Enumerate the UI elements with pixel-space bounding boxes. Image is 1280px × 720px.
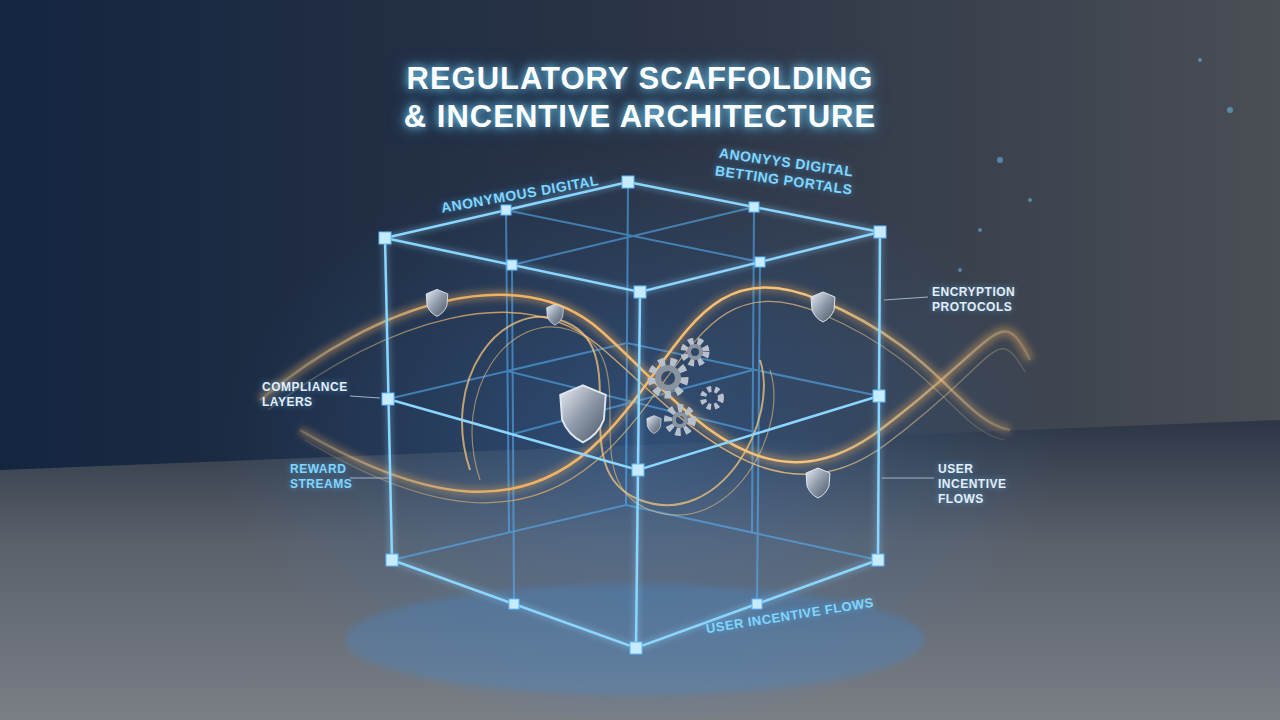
callout-label: USER INCENTIVE FLOWS <box>938 462 1018 507</box>
cube-joints <box>379 176 886 654</box>
gears <box>652 341 721 432</box>
cube-edges <box>385 182 880 648</box>
data-ribbons <box>260 287 1030 515</box>
cube-edges-glow <box>385 182 880 648</box>
leader-lines <box>350 297 934 478</box>
callout-label: REWARD STREAMS <box>290 462 360 492</box>
diagram-title: REGULATORY SCAFFOLDING & INCENTIVE ARCHI… <box>320 60 960 136</box>
callout-label: ENCRYPTION PROTOCOLS <box>932 285 1032 315</box>
cube-inner-grid <box>388 182 879 604</box>
bokeh-dots <box>958 58 1233 272</box>
callout-label: COMPLIANCE LAYERS <box>262 380 352 410</box>
cube-glow <box>220 120 1060 720</box>
